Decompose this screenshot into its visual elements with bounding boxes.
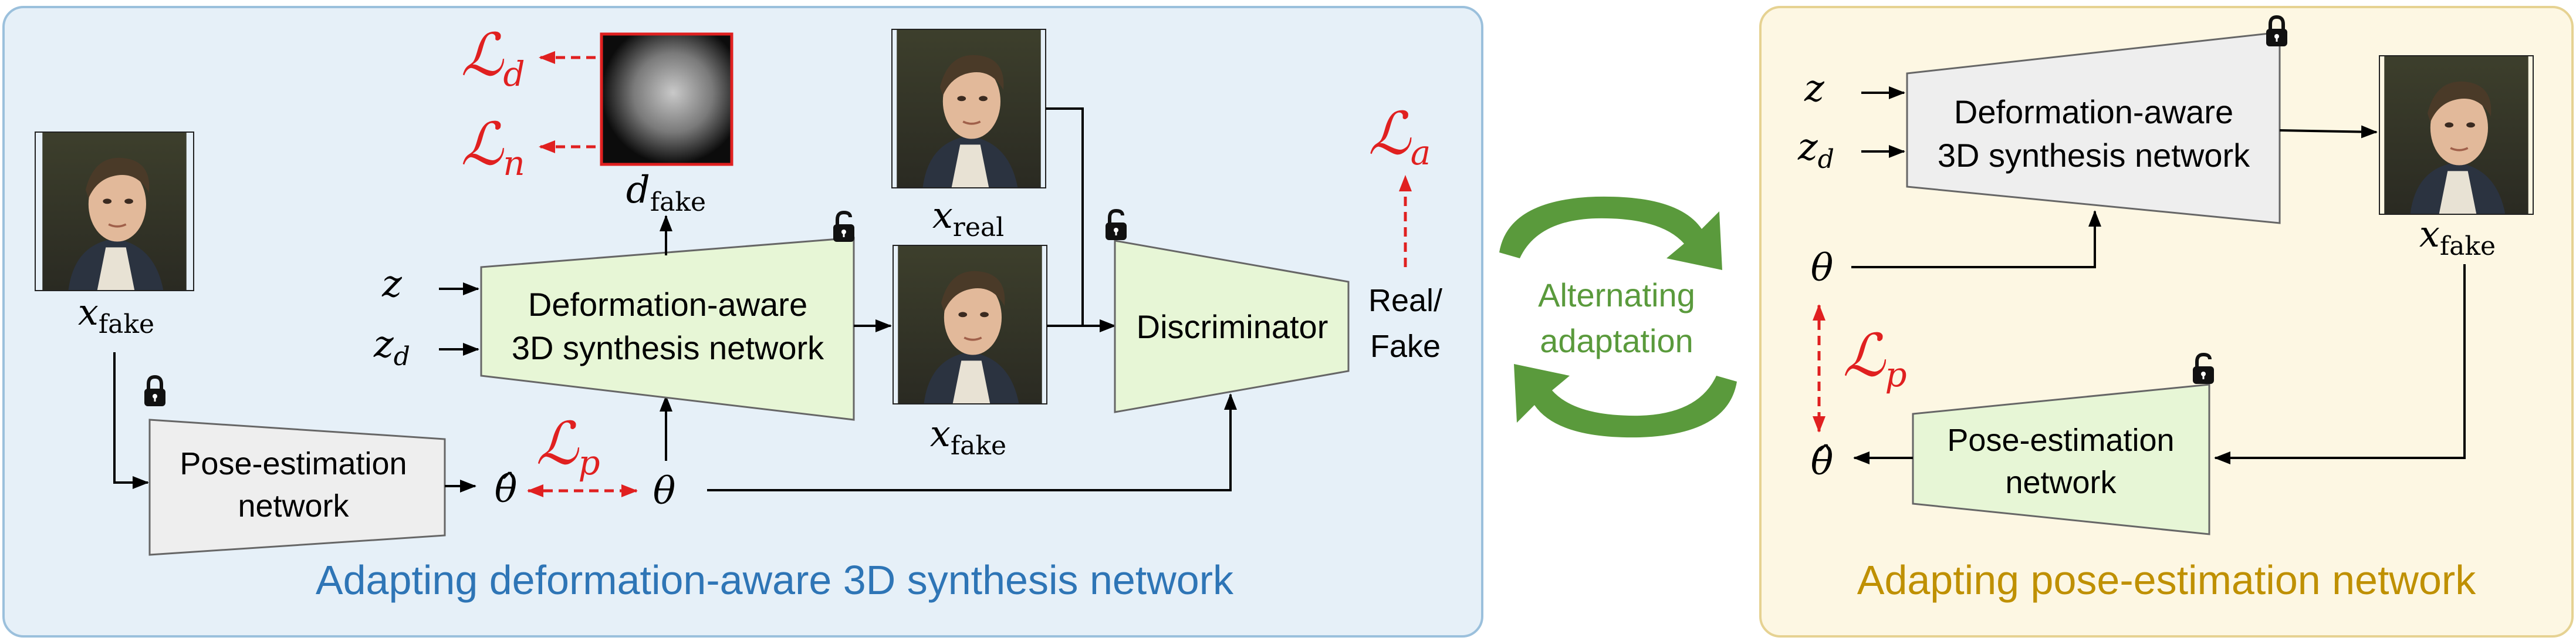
arrow-xfake-to-pose: [113, 352, 149, 489]
z-left: z: [381, 262, 403, 306]
right-panel-caption: Adapting pose-estimation network: [1857, 557, 2476, 603]
synthesis-left-line1: Deformation-aware: [528, 286, 807, 323]
pose-estimation-network-right: [1912, 383, 2210, 535]
cycle-arrows-icon: [1499, 196, 1737, 438]
x-real-image: [891, 29, 1046, 188]
pose-network-left-line1: Pose-estimation: [180, 446, 407, 481]
synthesis-network-right: [1906, 31, 2281, 224]
real-fake-line1: Real/: [1368, 283, 1442, 318]
pose-network-right-line1: Pose-estimation: [1947, 423, 2174, 458]
d-fake-label: dfake: [626, 168, 706, 217]
theta-hat-right: θ̂: [1811, 440, 1834, 484]
discriminator-label: Discriminator: [1137, 308, 1328, 345]
theta-right: θ: [1811, 247, 1834, 290]
arrow-synthesis-to-xfake-right: [2279, 125, 2378, 139]
arrow-xfake-to-pose-right: [2214, 264, 2466, 464]
x-real-label: xreal: [932, 194, 1004, 242]
alternating-line2: adaptation: [1540, 322, 1693, 359]
x-fake-mid-label: xfake: [930, 412, 1006, 461]
loss-d: ℒd: [461, 21, 525, 94]
x-fake-right-image: [2379, 55, 2534, 215]
loss-n: ℒn: [461, 110, 525, 183]
synthesis-network-left: [480, 237, 855, 421]
x-fake-right-label: xfake: [2419, 213, 2496, 261]
left-panel-caption: Adapting deformation-aware 3D synthesis …: [316, 557, 1234, 603]
x-fake-left-label: xfake: [78, 291, 154, 339]
arrow-theta-to-synthesis-right: [1851, 210, 2101, 268]
synthesis-right-line1: Deformation-aware: [1954, 93, 2233, 130]
zd-right: zd: [1797, 126, 1834, 174]
depth-map-image: [600, 32, 733, 166]
loss-p-left: ℒp: [536, 409, 600, 483]
pose-network-left-line2: network: [238, 488, 349, 524]
loss-a: ℒa: [1368, 99, 1431, 173]
x-fake-left-image: [35, 132, 194, 291]
z-right: z: [1804, 67, 1825, 110]
theta-left: θ: [653, 470, 676, 513]
synthesis-right-line2: 3D synthesis network: [1938, 137, 2250, 174]
pose-network-right-line2: network: [2005, 465, 2117, 500]
real-fake-line2: Fake: [1370, 329, 1441, 364]
arrow-theta-to-discriminator: [707, 393, 1237, 491]
loss-p-right: ℒp: [1843, 321, 1906, 395]
theta-hat-left: θ̂: [495, 468, 518, 511]
alternating-line1: Alternating: [1538, 277, 1695, 313]
pose-estimation-network-left: [148, 419, 446, 556]
discriminator: [1114, 240, 1350, 413]
zd-left: zd: [373, 323, 410, 372]
x-fake-mid-image: [893, 245, 1047, 404]
synthesis-left-line2: 3D synthesis network: [512, 329, 824, 366]
